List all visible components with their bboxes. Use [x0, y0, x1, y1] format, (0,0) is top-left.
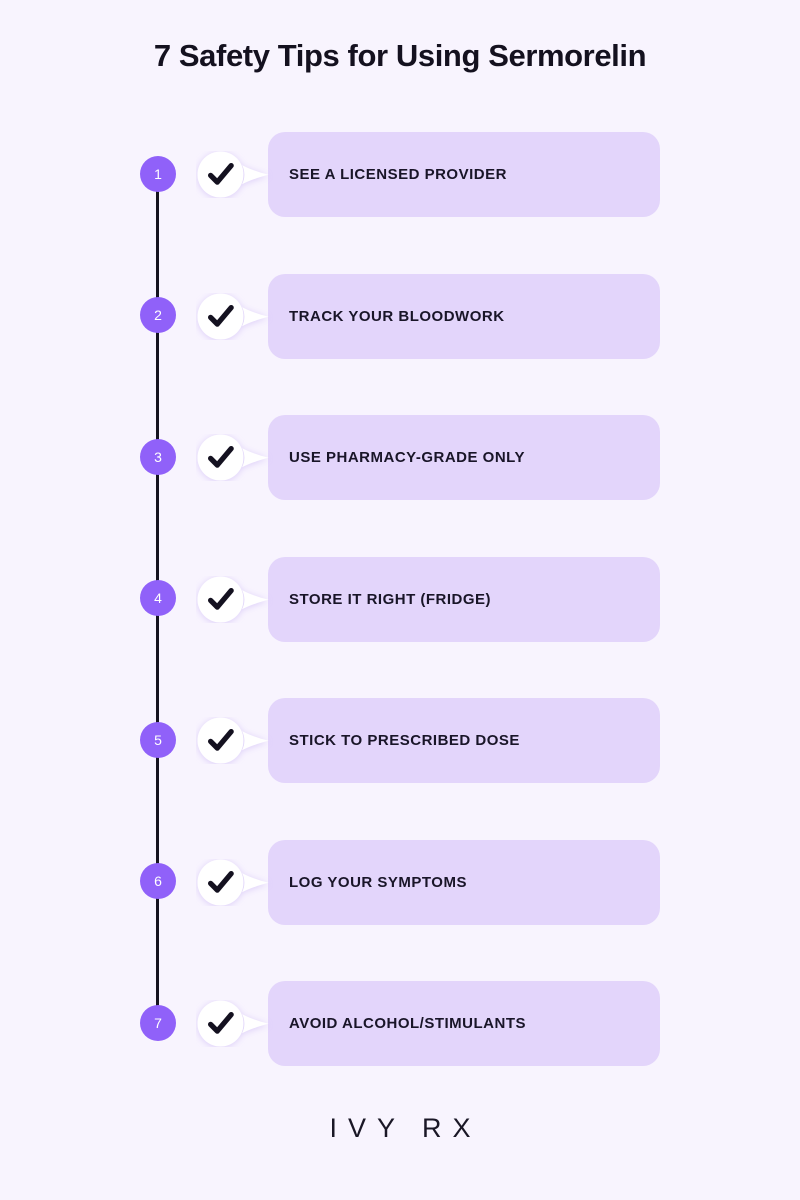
step-label: USE PHARMACY-GRADE ONLY — [289, 449, 525, 466]
step-label: STICK TO PRESCRIBED DOSE — [289, 732, 520, 749]
step-label: SEE A LICENSED PROVIDER — [289, 166, 507, 183]
step-card: STICK TO PRESCRIBED DOSE — [268, 698, 660, 783]
timeline-step: STORE IT RIGHT (FRIDGE) 4 — [0, 556, 800, 642]
checkmark-icon — [196, 151, 286, 198]
step-number-badge: 5 — [140, 721, 176, 758]
step-number-badge: 6 — [140, 863, 176, 899]
brand-logo: IVY RX — [0, 1113, 800, 1144]
timeline-step: AVOID ALCOHOL/STIMULANTS 7 — [0, 981, 800, 1066]
logo-secondary: RX — [422, 1113, 482, 1143]
step-card: AVOID ALCOHOL/STIMULANTS — [268, 981, 660, 1066]
checkmark-icon — [196, 1000, 286, 1047]
checkmark-icon — [196, 293, 286, 340]
step-card: SEE A LICENSED PROVIDER — [268, 132, 660, 217]
step-number-badge: 4 — [140, 580, 176, 616]
checkmark-icon — [196, 434, 286, 481]
checkmark-icon — [196, 859, 286, 906]
step-number-badge: 3 — [140, 438, 176, 475]
step-number-badge: 7 — [140, 1004, 176, 1041]
step-card: USE PHARMACY-GRADE ONLY — [268, 415, 660, 500]
page-title: 7 Safety Tips for Using Sermorelin — [153, 38, 647, 73]
timeline-step: LOG YOUR SYMPTOMS 6 — [0, 839, 800, 925]
step-label: TRACK YOUR BLOODWORK — [289, 307, 505, 325]
checkmark-icon — [196, 576, 286, 623]
step-label: AVOID ALCOHOL/STIMULANTS — [289, 1015, 526, 1032]
checkmark-icon — [196, 717, 286, 764]
step-number-badge: 1 — [140, 155, 176, 192]
logo-primary: IVY — [329, 1113, 406, 1143]
step-card: TRACK YOUR BLOODWORK — [268, 273, 660, 359]
step-card: STORE IT RIGHT (FRIDGE) — [268, 556, 660, 642]
step-number-badge: 2 — [140, 297, 176, 333]
timeline-step: SEE A LICENSED PROVIDER 1 — [0, 132, 800, 217]
timeline-step: TRACK YOUR BLOODWORK 2 — [0, 273, 800, 359]
step-card: LOG YOUR SYMPTOMS — [268, 839, 660, 925]
step-label: LOG YOUR SYMPTOMS — [289, 873, 467, 891]
timeline-step: STICK TO PRESCRIBED DOSE 5 — [0, 698, 800, 783]
timeline-step: USE PHARMACY-GRADE ONLY 3 — [0, 415, 800, 500]
step-label: STORE IT RIGHT (FRIDGE) — [289, 590, 492, 608]
